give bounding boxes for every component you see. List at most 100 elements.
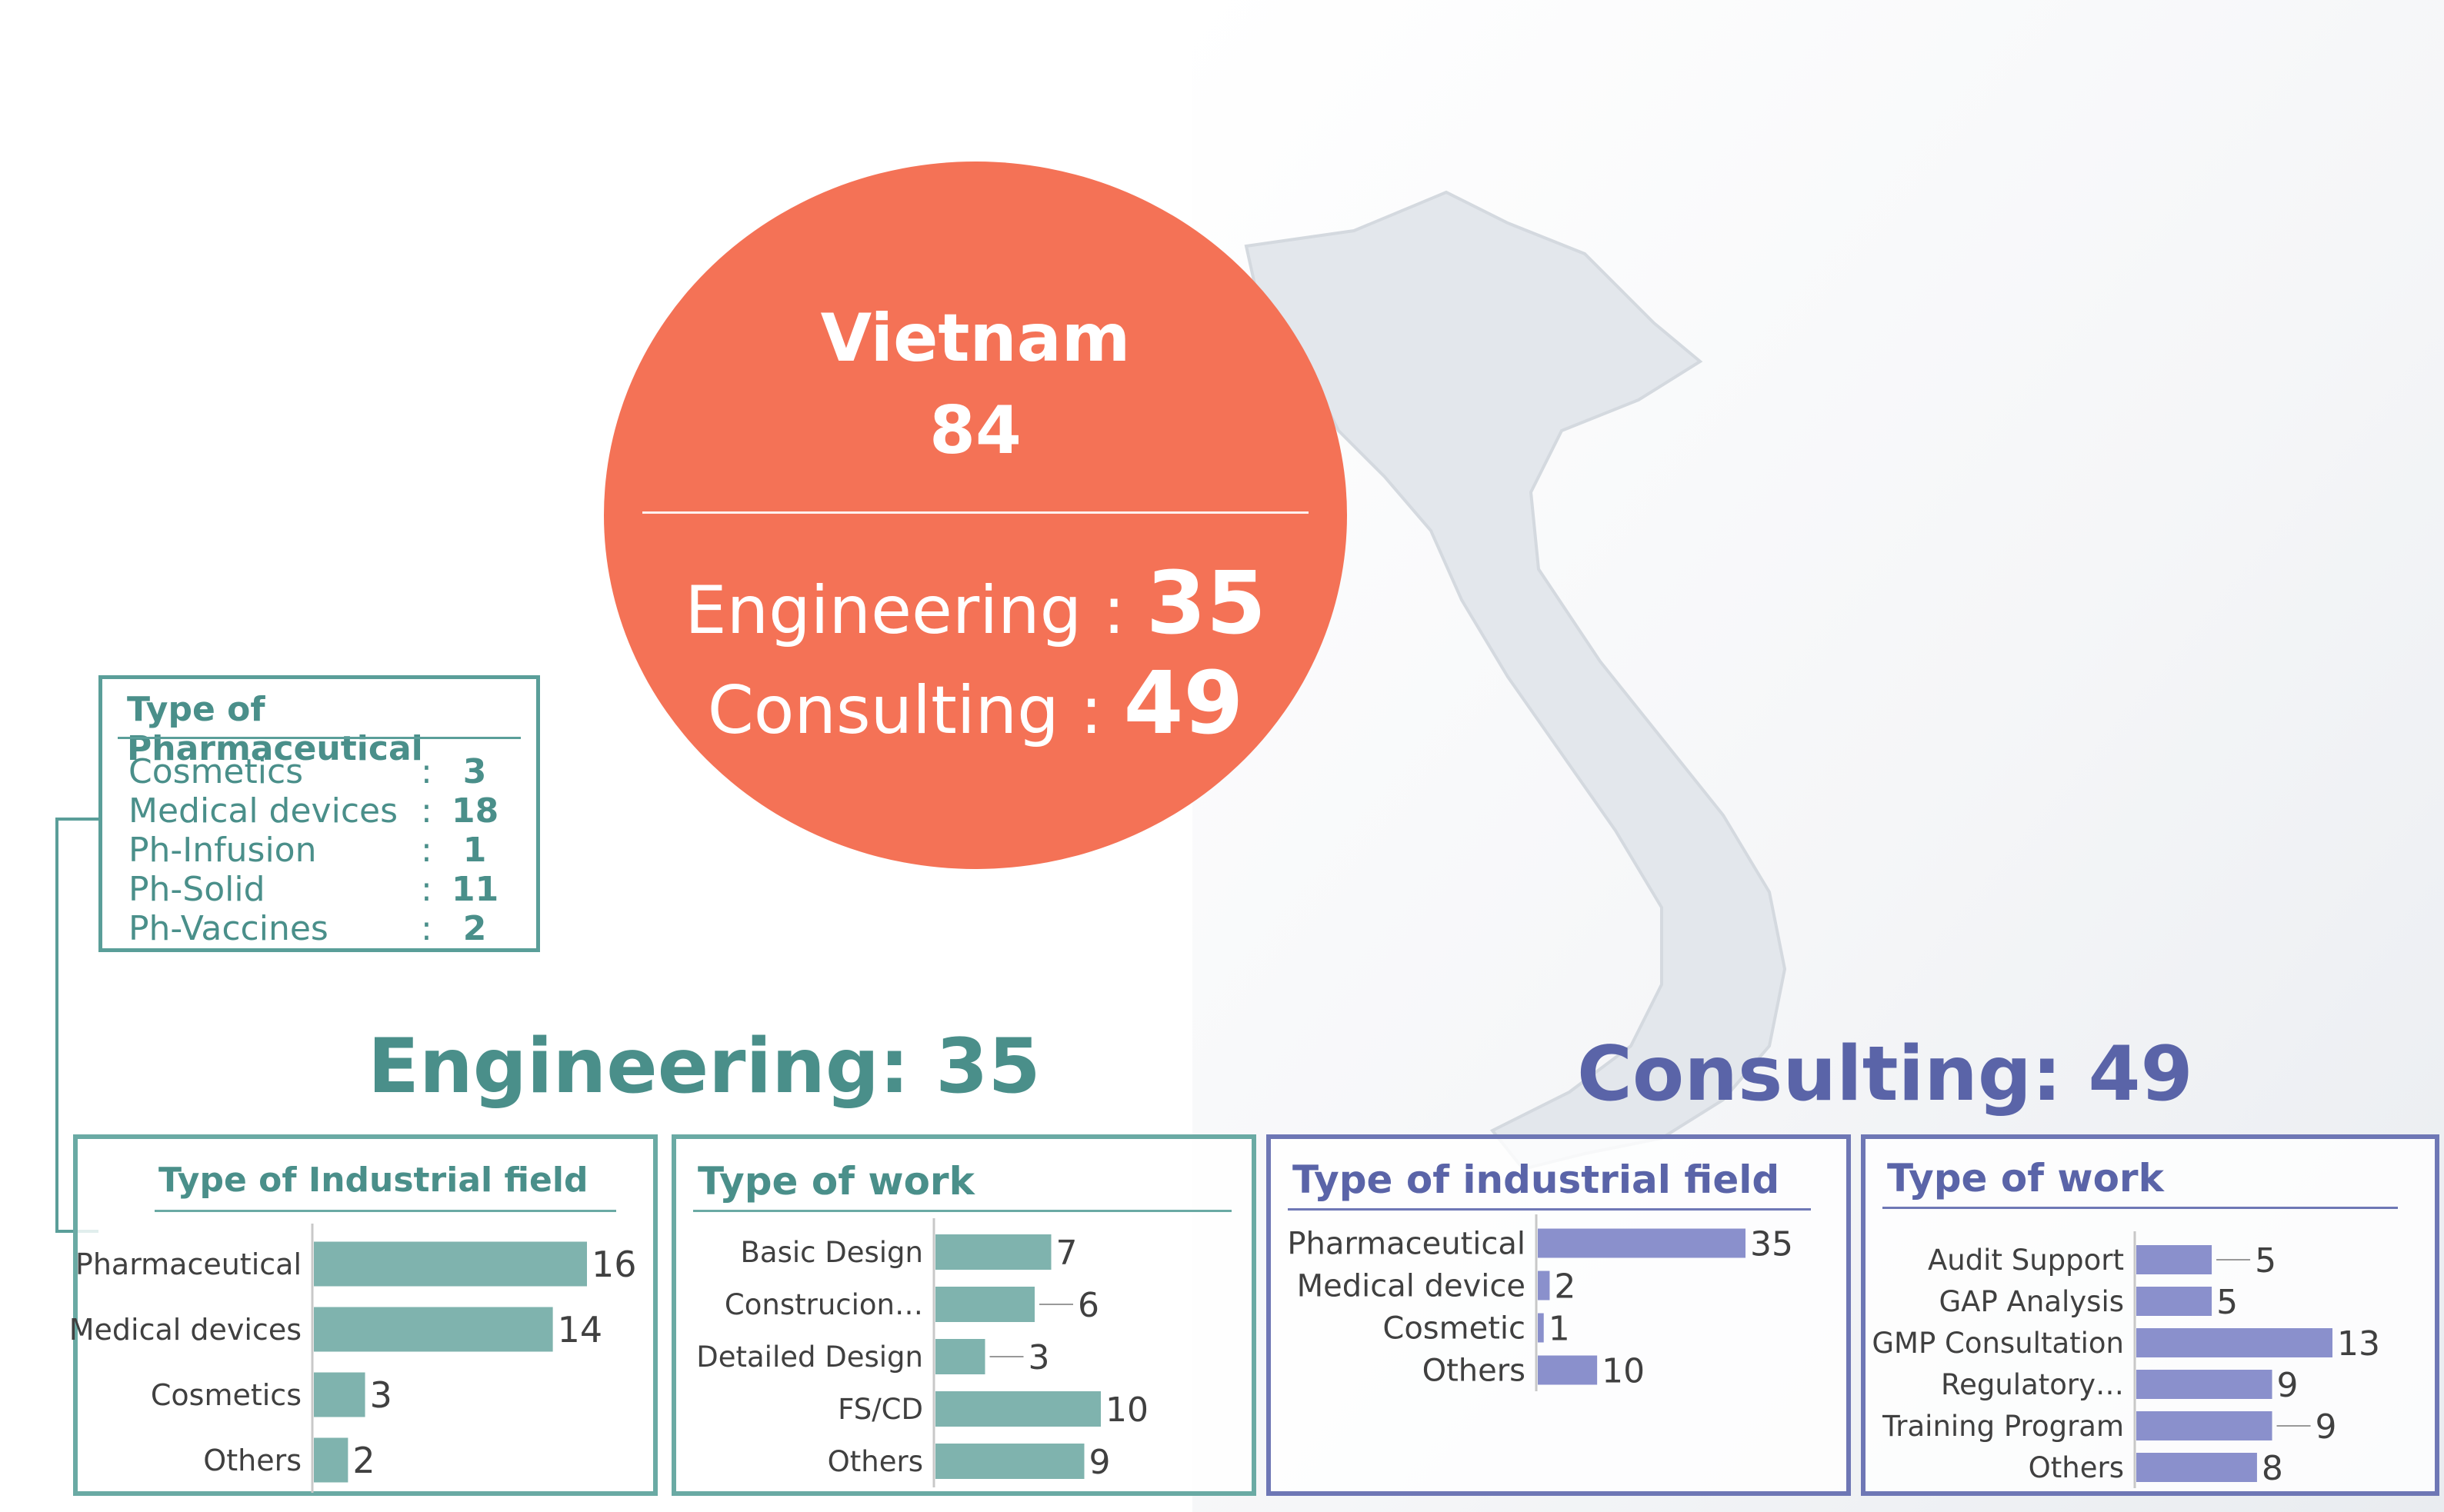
- value-label: 2: [1554, 1267, 1575, 1306]
- panel-title: Type of work: [1887, 1156, 2164, 1201]
- country-name: Vietnam: [820, 300, 1131, 377]
- consulting-heading: Consulting: 49: [1577, 1031, 2193, 1118]
- pharma-row: Cosmetics : 3: [128, 752, 513, 791]
- value-label: 10: [1105, 1390, 1149, 1430]
- pharmaceutical-type-box: Type of Pharmaceutical Cosmetics : 3 Med…: [98, 675, 540, 952]
- category-label: Regulatory…: [1941, 1368, 2124, 1401]
- value-label: 3: [370, 1374, 392, 1416]
- pharma-row-value: 3: [462, 752, 487, 791]
- value-label: 3: [1029, 1338, 1050, 1377]
- value-label: 2: [352, 1440, 375, 1481]
- consulting-summary: Consulting : 49: [604, 654, 1347, 754]
- vietnam-map-shape: [1244, 190, 1787, 1171]
- bar: [1538, 1271, 1550, 1301]
- value-label: 10: [1602, 1351, 1645, 1390]
- category-label: Cosmetics: [151, 1378, 302, 1412]
- value-label: 5: [2216, 1283, 2238, 1322]
- bar: [935, 1339, 985, 1374]
- value-label: 9: [2277, 1366, 2299, 1405]
- bar: [935, 1287, 1035, 1322]
- bar: [314, 1437, 348, 1483]
- value-label: 8: [2262, 1449, 2283, 1488]
- summary-divider: [642, 511, 1309, 514]
- value-label: 16: [592, 1244, 637, 1285]
- engineering-summary-value: 35: [1145, 554, 1266, 654]
- pharma-row-label: Cosmetics: [128, 752, 304, 791]
- value-label: 9: [2316, 1407, 2337, 1447]
- bar: [1538, 1313, 1544, 1343]
- category-label: Construcion…: [725, 1288, 923, 1321]
- panel-title: Type of work: [698, 1159, 975, 1204]
- value-label: 35: [1750, 1224, 1793, 1264]
- category-label: GMP Consultation: [1872, 1327, 2124, 1360]
- value-label: 7: [1056, 1234, 1078, 1273]
- bar: [935, 1234, 1052, 1270]
- bar: [314, 1307, 553, 1352]
- bar: [2136, 1287, 2212, 1316]
- category-label: Pharmaceutical: [1287, 1227, 1525, 1262]
- pharma-row-value: 2: [462, 909, 487, 948]
- category-label: Medical devices: [69, 1313, 302, 1347]
- category-label: Audit Support: [1928, 1244, 2124, 1277]
- pharma-row: Ph-Vaccines : 2: [128, 909, 513, 948]
- engineering-summary: Engineering : 35: [604, 554, 1347, 654]
- pharma-row-colon: :: [421, 831, 432, 870]
- pharma-row-label: Ph-Vaccines: [128, 909, 328, 948]
- consulting-summary-label: Consulting :: [707, 672, 1103, 749]
- value-label: 6: [1078, 1286, 1099, 1325]
- pharma-row-colon: :: [421, 870, 432, 909]
- category-label: Others: [2029, 1451, 2124, 1484]
- pharma-row-value: 11: [452, 870, 499, 909]
- bar: [2136, 1411, 2272, 1440]
- panel-title: Type of Industrial field: [158, 1161, 588, 1200]
- pharma-row: Ph-Infusion : 1: [128, 831, 513, 870]
- pharma-title-rule: [118, 737, 521, 739]
- engineering-summary-label: Engineering :: [685, 572, 1125, 649]
- bar: [1538, 1355, 1598, 1385]
- pharma-row-colon: :: [421, 752, 432, 791]
- bar: [314, 1241, 587, 1287]
- bar: [314, 1372, 365, 1417]
- category-label: FS/CD: [838, 1393, 923, 1426]
- pharma-row: Medical devices : 18: [128, 791, 513, 831]
- category-label: Pharmaceutical: [75, 1247, 302, 1281]
- value-label: 14: [558, 1309, 603, 1350]
- vietnam-summary-circle: Vietnam 84 Engineering : 35 Consulting :…: [604, 162, 1347, 869]
- value-label: 1: [1549, 1309, 1570, 1348]
- category-label: Detailed Design: [696, 1340, 923, 1374]
- panel-title-rule: [693, 1210, 1232, 1212]
- category-label: Cosmetic: [1382, 1311, 1525, 1347]
- engineering-heading: Engineering: 35: [368, 1023, 1041, 1111]
- category-label: Others: [203, 1444, 302, 1477]
- total-count: 84: [929, 392, 1022, 469]
- pharma-row-label: Ph-Solid: [128, 870, 265, 909]
- bar: [2136, 1370, 2272, 1399]
- bar: [2136, 1245, 2212, 1274]
- value-label: 9: [1089, 1443, 1111, 1482]
- pharma-row-value: 18: [452, 791, 499, 831]
- bar: [935, 1444, 1085, 1479]
- pharma-row-colon: :: [421, 791, 432, 831]
- panel-title: Type of industrial field: [1292, 1157, 1780, 1202]
- category-label: Others: [1422, 1354, 1525, 1389]
- pharma-row: Ph-Solid : 11: [128, 870, 513, 909]
- value-label: 13: [2337, 1324, 2380, 1364]
- consulting-summary-value: 49: [1123, 654, 1244, 754]
- pharma-title: Type of Pharmaceutical: [127, 690, 423, 768]
- bar: [1538, 1228, 1745, 1258]
- category-label: GAP Analysis: [1939, 1285, 2125, 1318]
- pharma-row-colon: :: [421, 909, 432, 948]
- panel-title-rule: [1882, 1207, 2398, 1209]
- pharma-row-label: Ph-Infusion: [128, 831, 317, 870]
- value-label: 5: [2255, 1241, 2276, 1281]
- bar: [2136, 1328, 2332, 1357]
- bar: [935, 1391, 1101, 1427]
- bar: [2136, 1453, 2257, 1482]
